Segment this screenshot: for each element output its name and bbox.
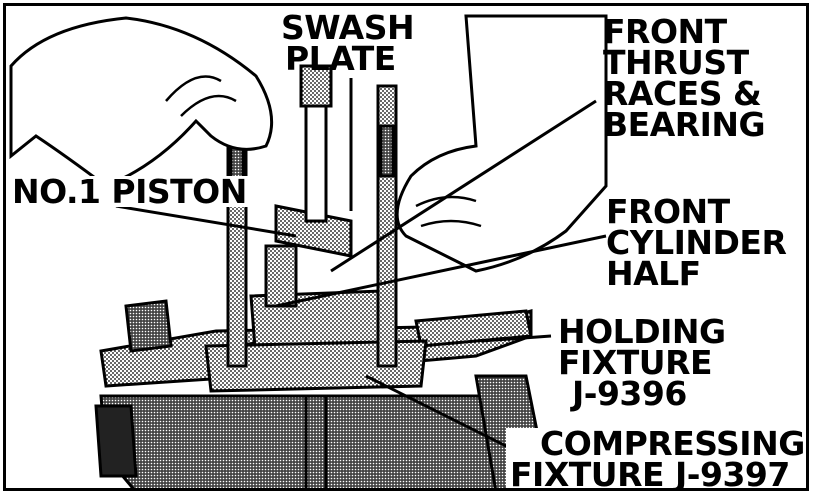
front-thrust-races-bearing-label: FRONT THRUST RACES & BEARING [603, 12, 766, 144]
front-cylinder-half-label: FRONT CYLINDER HALF [606, 192, 787, 293]
right-hand [395, 14, 608, 273]
piston-label: NO.1 PISTON [8, 175, 251, 208]
figure-frame: SWASH PLATE FRONT THRUST RACES & BEARING… [3, 3, 809, 491]
compressing-fixture-label: COMPRESSING FIXTURE J-9397 [506, 427, 806, 488]
holding-fixture-label: HOLDING FIXTURE J-9396 [558, 312, 726, 413]
swash-plate-assembly [264, 64, 353, 308]
swash-plate-label: SWASH PLATE [281, 8, 415, 78]
